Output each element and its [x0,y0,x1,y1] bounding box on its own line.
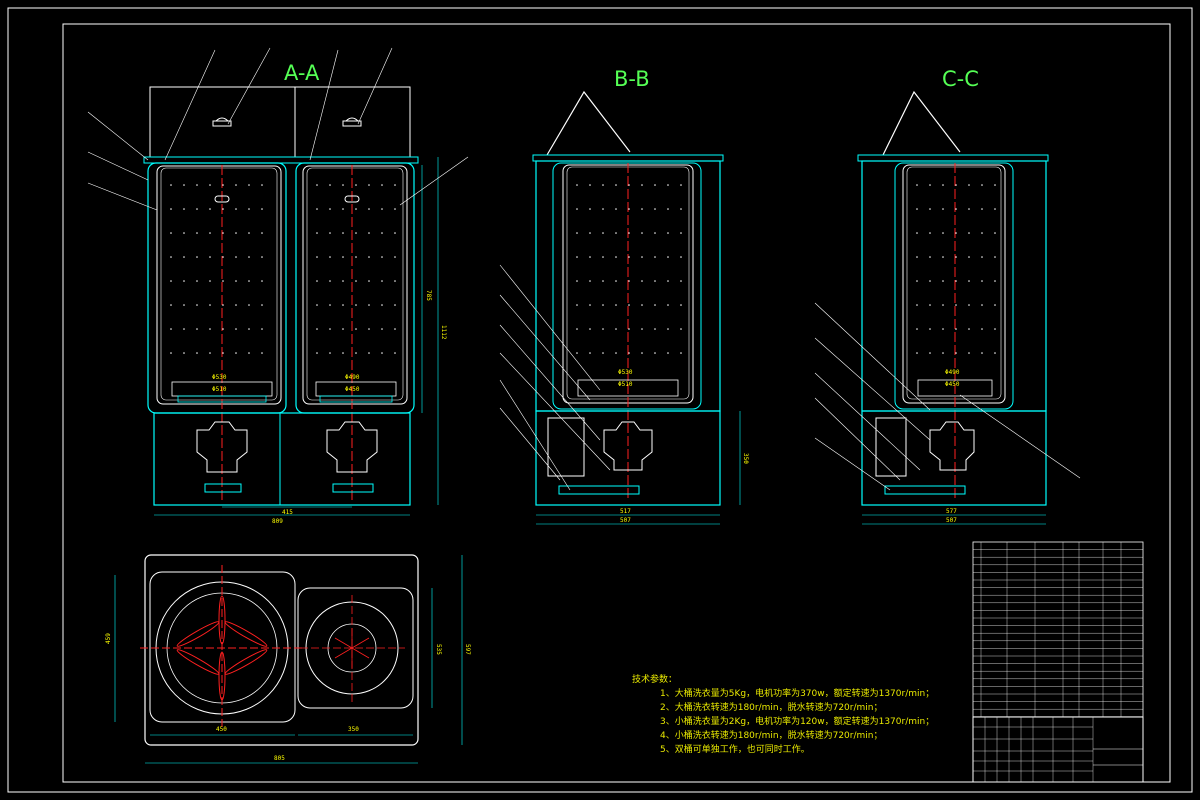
dim-aa-h2: 1112 [440,325,447,340]
section-bb-view [499,90,741,525]
note-item-4: 4、小桶洗衣转速为180r/min，脱水转速为720r/min； [660,729,883,741]
plan-view [114,554,463,764]
dim-aa-inner-3: Φ490 [345,374,360,381]
note-item-2: 2、大桶洗衣转速为180r/min，脱水转速为720r/min； [660,701,883,713]
note-item-1: 1、大桶洗衣量为5Kg，电机功率为370w，额定转速为1370r/min； [660,687,934,699]
title-block [972,716,1144,783]
section-cc-view [814,90,1081,525]
dim-cc-w2: 507 [946,517,957,524]
view-title-bb: B-B [614,67,650,91]
basket-perforations [170,184,996,354]
drawing-border-inner [62,23,1171,783]
dim-plan-w3: 805 [274,755,285,762]
notes-heading: 技术参数： [632,673,677,685]
dim-bb-w1: 517 [620,508,631,515]
note-item-3: 3、小桶洗衣量为2Kg，电机功率为120w，额定转速为1370r/min； [660,715,934,727]
dim-bb-inner-1: Φ530 [618,369,633,376]
dim-plan-h1: 459 [105,633,112,644]
dim-cc-inner-2: Φ450 [945,381,960,388]
section-aa-view [87,47,469,516]
dim-cc-inner-1: Φ490 [945,369,960,376]
dim-plan-w2: 350 [348,726,359,733]
dim-aa-h1: 785 [425,290,432,301]
dim-aa-inner-2: Φ510 [212,386,227,393]
dim-plan-h2: 535 [435,644,442,655]
dim-cc-w1: 577 [946,508,957,515]
view-title-aa: A-A [284,61,320,85]
dim-bb-w2: 507 [620,517,631,524]
dim-plan-w1: 450 [216,726,227,733]
parts-list-table [972,541,1144,718]
dim-bb-inner-2: Φ510 [618,381,633,388]
dim-plan-h3: 597 [464,644,471,655]
dim-bb-h: 350 [742,453,749,464]
dim-aa-w2: 809 [272,518,283,525]
dim-aa-inner-1: Φ530 [212,374,227,381]
drawing-border-outer [7,7,1193,793]
view-title-cc: C-C [942,67,979,91]
dim-aa-inner-4: Φ450 [345,386,360,393]
dim-aa-w1: 415 [282,509,293,516]
note-item-5: 5、双桶可单独工作，也可同时工作。 [660,743,810,755]
